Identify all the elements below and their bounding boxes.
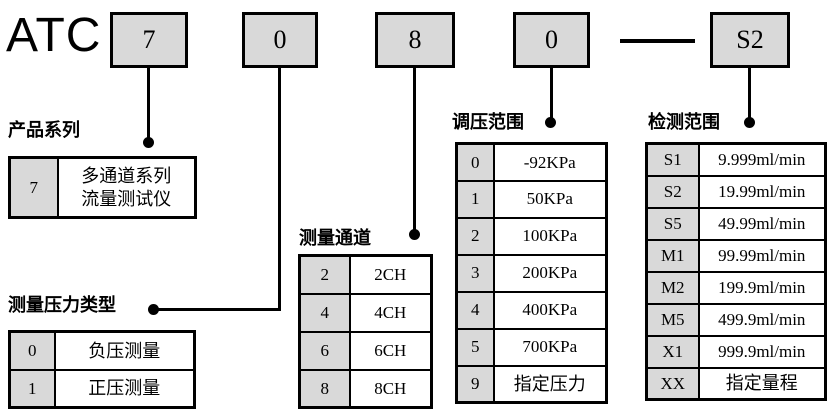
- table-row: 9 指定压力: [455, 364, 608, 404]
- table-row: M2 199.9ml/min: [645, 270, 827, 305]
- table-row: M1 99.99ml/min: [645, 238, 827, 273]
- code-cell: S2: [645, 174, 700, 209]
- section-title-detection-range: 检测范围: [648, 112, 720, 132]
- label-cell: 正压测量: [53, 368, 196, 409]
- code-cell: M5: [645, 302, 700, 337]
- connector-dot-pressure-range: [545, 117, 556, 128]
- pressure-type-table: 0 负压测量 1 正压测量: [8, 330, 196, 409]
- section-title-pressure-range: 调压范围: [452, 112, 524, 132]
- connector-line-pressure-range: [550, 66, 553, 122]
- label-cell: 负压测量: [53, 330, 196, 371]
- label-cell: 指定量程: [697, 366, 827, 401]
- table-row: 2 2CH: [298, 254, 433, 295]
- label-cell: 200KPa: [492, 253, 608, 293]
- model-separator-dash: [620, 39, 695, 43]
- table-row: 0 -92KPa: [455, 142, 608, 182]
- table-row: S1 9.999ml/min: [645, 142, 827, 177]
- code-cell: 6: [298, 330, 351, 371]
- code-cell: 2: [298, 254, 351, 295]
- label-cell: 4CH: [348, 292, 433, 333]
- table-row: M5 499.9ml/min: [645, 302, 827, 337]
- code-cell: 3: [455, 253, 495, 293]
- model-segment-box-series: 7: [110, 12, 188, 68]
- label-cell: 400KPa: [492, 290, 608, 330]
- table-row: S5 49.99ml/min: [645, 206, 827, 241]
- product-series-table: 7 多通道系列 流量测试仪: [8, 156, 197, 219]
- code-cell: M1: [645, 238, 700, 273]
- code-cell: S5: [645, 206, 700, 241]
- connector-line-pressure-type-horizontal: [153, 308, 281, 311]
- model-segment-box-pressure-range: 0: [513, 12, 590, 68]
- label-cell: 49.99ml/min: [697, 206, 827, 241]
- table-row: 0 负压测量: [8, 330, 196, 371]
- label-cell: 多通道系列 流量测试仪: [56, 156, 197, 219]
- label-cell: 指定压力: [492, 364, 608, 404]
- code-cell: 4: [455, 290, 495, 330]
- code-cell: M2: [645, 270, 700, 305]
- label-cell: 99.99ml/min: [697, 238, 827, 273]
- table-row: XX 指定量程: [645, 366, 827, 401]
- connector-dot-product-series: [143, 137, 154, 148]
- label-cell: 199.9ml/min: [697, 270, 827, 305]
- pressure-range-table: 0 -92KPa 1 50KPa 2 100KPa 3 200KPa 4 400…: [455, 142, 608, 404]
- code-cell: 0: [455, 142, 495, 182]
- table-row: S2 19.99ml/min: [645, 174, 827, 209]
- label-cell: 9.999ml/min: [697, 142, 827, 177]
- section-title-product-series: 产品系列: [8, 120, 80, 140]
- detection-range-table: S1 9.999ml/min S2 19.99ml/min S5 49.99ml…: [645, 142, 827, 401]
- section-title-channels: 测量通道: [299, 228, 371, 248]
- table-row: 6 6CH: [298, 330, 433, 371]
- code-cell: 7: [8, 156, 59, 219]
- code-cell: S1: [645, 142, 700, 177]
- table-row: 5 700KPa: [455, 327, 608, 367]
- table-row: X1 999.9ml/min: [645, 334, 827, 369]
- label-cell: 8CH: [348, 368, 433, 409]
- code-cell: 8: [298, 368, 351, 409]
- model-prefix: ATC: [6, 9, 102, 62]
- label-cell: 100KPa: [492, 216, 608, 256]
- code-cell: 5: [455, 327, 495, 367]
- label-cell: 50KPa: [492, 179, 608, 219]
- code-cell: X1: [645, 334, 700, 369]
- model-segment-box-pressure-type: 0: [242, 12, 318, 68]
- label-cell: 19.99ml/min: [697, 174, 827, 209]
- table-row: 8 8CH: [298, 368, 433, 409]
- connector-line-channels: [413, 66, 416, 234]
- connector-dot-channels: [409, 229, 420, 240]
- connector-line-pressure-type-vertical: [278, 66, 281, 311]
- code-cell: XX: [645, 366, 700, 401]
- model-segment-box-channels: 8: [375, 12, 455, 68]
- connector-line-detection-range: [748, 66, 751, 122]
- table-row: 1 正压测量: [8, 368, 196, 409]
- table-row: 4 400KPa: [455, 290, 608, 330]
- model-segment-box-detection-range: S2: [710, 12, 790, 68]
- table-row: 2 100KPa: [455, 216, 608, 256]
- table-row: 3 200KPa: [455, 253, 608, 293]
- code-cell: 9: [455, 364, 495, 404]
- code-cell: 1: [8, 368, 56, 409]
- table-row: 4 4CH: [298, 292, 433, 333]
- label-cell: 6CH: [348, 330, 433, 371]
- label-cell: 999.9ml/min: [697, 334, 827, 369]
- code-cell: 1: [455, 179, 495, 219]
- label-cell: -92KPa: [492, 142, 608, 182]
- label-cell: 499.9ml/min: [697, 302, 827, 337]
- connector-dot-pressure-type: [148, 304, 159, 315]
- table-row: 7 多通道系列 流量测试仪: [8, 156, 197, 219]
- connector-line-product-series: [147, 66, 150, 140]
- channels-table: 2 2CH 4 4CH 6 6CH 8 8CH: [298, 254, 433, 409]
- code-cell: 2: [455, 216, 495, 256]
- section-title-pressure-type: 测量压力类型: [8, 295, 116, 315]
- label-cell: 2CH: [348, 254, 433, 295]
- label-cell: 700KPa: [492, 327, 608, 367]
- table-row: 1 50KPa: [455, 179, 608, 219]
- connector-dot-detection-range: [744, 117, 755, 128]
- code-cell: 4: [298, 292, 351, 333]
- code-cell: 0: [8, 330, 56, 371]
